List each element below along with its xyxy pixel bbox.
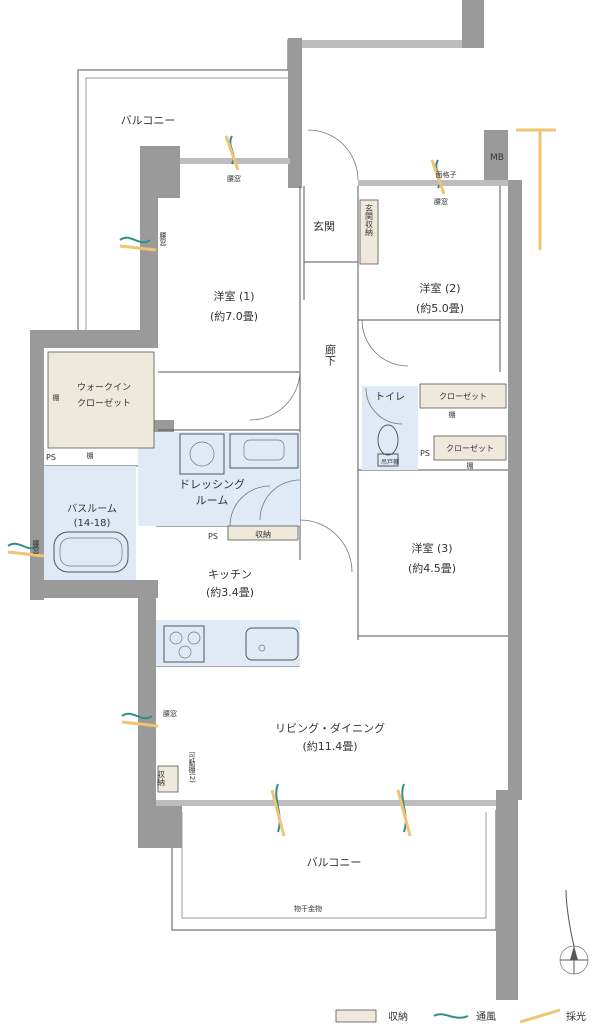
entrance-label: 玄関 xyxy=(313,219,335,233)
storage-living-label: 収納 xyxy=(157,769,166,787)
legend-lighting-label: 採光 xyxy=(566,1010,586,1023)
compass-icon xyxy=(559,889,589,975)
movable-shelf-label: 可動棚(2) xyxy=(188,752,196,783)
closet-b-label: クローゼット xyxy=(446,443,494,453)
mb-label: MB xyxy=(490,153,504,163)
legend-ventilation-label: 通風 xyxy=(476,1011,496,1023)
stove-icon xyxy=(163,625,205,663)
ps-label-1: PS xyxy=(46,453,56,462)
waist-window-label-4: 腰窓 xyxy=(32,540,40,554)
shelf-label-3: 棚 xyxy=(449,410,456,419)
ps-label-3: PS xyxy=(420,449,430,458)
dressing-line1: ドレッシング xyxy=(179,477,245,491)
living-name: リビング・ダイニング xyxy=(275,721,385,735)
ps-label-2: PS xyxy=(208,532,218,541)
balcony-top-label: バルコニー xyxy=(121,114,176,127)
washbasin-icon xyxy=(229,433,299,469)
interior-walls xyxy=(44,186,508,667)
bath-name: バスルーム xyxy=(67,503,117,515)
walkin-line2: クローゼット xyxy=(77,397,131,409)
bathtub-icon xyxy=(53,531,129,573)
toilet-icon xyxy=(377,424,399,467)
bath-size: (14-18) xyxy=(74,518,111,529)
living-size: (約11.4畳) xyxy=(302,739,357,753)
walkin-line1: ウォークイン xyxy=(77,382,131,393)
toilet-label: トイレ xyxy=(375,392,405,403)
entrance-storage-label: 玄関収納 xyxy=(365,203,374,237)
closet-a-label: クローゼット xyxy=(439,391,487,401)
waist-window-label-2: 腰窓 xyxy=(159,232,167,246)
balcony-bottom-outline xyxy=(138,790,518,1000)
western2-name: 洋室 (2) xyxy=(419,281,460,295)
door-swings xyxy=(229,129,409,573)
waist-window-label-3: 腰窓 xyxy=(434,197,448,206)
lattice-label: 面格子 xyxy=(436,170,457,179)
storage-dressing-label: 収納 xyxy=(255,529,271,539)
light-markers xyxy=(7,128,556,837)
shelf-label-2: 棚 xyxy=(87,451,94,460)
legend-storage-label: 収納 xyxy=(388,1010,408,1023)
dressing-line2: ルーム xyxy=(196,494,229,507)
storage-areas xyxy=(47,199,507,793)
sink-icon xyxy=(245,627,299,661)
shelf-label-1: 棚 xyxy=(53,393,60,402)
hanging-cabinet-label: 吊戸棚 xyxy=(381,458,399,466)
waist-window-label-5: 腰窓 xyxy=(163,709,177,718)
corridor-label: 廊下 xyxy=(324,343,337,367)
balcony-top-outline xyxy=(77,0,484,330)
water-areas xyxy=(44,386,418,666)
balcony-bottom-label: バルコニー xyxy=(307,856,362,869)
waist-window-label-1: 腰窓 xyxy=(227,174,241,183)
kitchen-name: キッチン xyxy=(208,568,252,581)
western3-size: (約4.5畳) xyxy=(408,561,456,575)
legend-swatches xyxy=(335,1008,561,1024)
drying-hardware-label: 物干金物 xyxy=(294,904,322,913)
western1-name: 洋室 (1) xyxy=(213,289,254,303)
shelf-label-4: 棚 xyxy=(467,461,474,470)
western3-name: 洋室 (3) xyxy=(411,541,452,555)
kitchen-size: (約3.4畳) xyxy=(206,585,254,599)
western1-size: (約7.0畳) xyxy=(210,309,258,323)
washing-machine-icon xyxy=(179,433,225,475)
western2-size: (約5.0畳) xyxy=(416,301,464,315)
exterior-walls xyxy=(30,130,522,810)
